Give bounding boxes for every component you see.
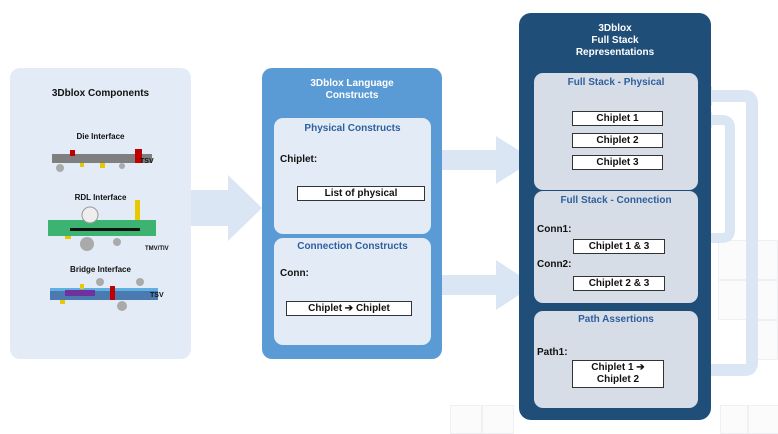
chiplet-2-box: Chiplet 2 [572,133,663,148]
conn-label: Conn: [280,268,309,279]
loop-arrow-outer [690,90,758,376]
path1-box: Chiplet 1 ➔ Chiplet 2 [572,360,664,388]
rdl-interface-illustration [48,200,156,251]
chiplet-to-chiplet-box: Chiplet ➔ Chiplet [286,301,412,316]
language-panel: 3Dblox Language Constructs Physical Cons… [262,68,442,359]
conn1-box: Chiplet 1 & 3 [573,239,665,254]
arrow-connection-to-fullstack [442,260,534,310]
tsv-label-die: TSV [140,158,154,165]
path1-box-line2: Chiplet 2 [596,374,640,385]
list-of-physical-box: List of physical [297,186,425,201]
fullstack-title-line3: Representations [575,47,655,58]
die-interface-illustration [52,149,152,172]
path-assertions-header: Path Assertions [578,314,654,325]
tmv-label: TMV/TIV [145,246,169,252]
chiplet-1-box: Chiplet 1 [572,111,663,126]
conn2-label: Conn2: [537,259,572,270]
connection-constructs-box: Connection Constructs Conn: Chiplet ➔ Ch… [274,238,431,345]
path1-box-line1: Chiplet 1 ➔ [591,362,645,373]
die-interface-label: Die Interface [76,132,125,141]
rdl-interface-label: RDL Interface [74,193,127,202]
chiplet-3-box: Chiplet 3 [572,155,663,170]
conn1-label: Conn1: [537,224,572,235]
bridge-interface-label: Bridge Interface [70,265,131,274]
fullstack-physical-box: Full Stack - Physical Chiplet 1 Chiplet … [534,73,698,190]
fullstack-title-line2: Full Stack [591,35,639,46]
components-title: 3Dblox Components [51,88,150,99]
fullstack-title-line1: 3Dblox [598,23,632,34]
physical-constructs-box: Physical Constructs Chiplet: List of phy… [274,118,431,234]
conn2-box: Chiplet 2 & 3 [573,276,665,291]
arrow-components-to-language [190,175,262,241]
components-panel: 3Dblox Components Die Interface RDL Inte… [10,68,191,359]
fullstack-connection-box: Full Stack - Connection Conn1: Chiplet 1… [534,191,698,303]
bridge-interface-illustration [50,278,158,311]
arrow-physical-to-fullstack [442,136,534,184]
fullstack-panel: 3Dblox Full Stack Representations Full S… [519,13,711,420]
tsv-label-bridge: TSV [150,292,164,299]
fullstack-physical-header: Full Stack - Physical [567,77,665,88]
loop-arrow-inner [690,115,735,243]
chiplet-label: Chiplet: [280,154,318,165]
path1-label: Path1: [537,347,568,358]
fullstack-connection-header: Full Stack - Connection [560,195,672,206]
physical-constructs-header: Physical Constructs [304,123,401,134]
path-assertions-box: Path Assertions Path1: Chiplet 1 ➔ Chipl… [534,311,698,408]
language-title: 3Dblox Language Constructs [310,78,394,101]
connection-constructs-header: Connection Constructs [297,241,408,252]
